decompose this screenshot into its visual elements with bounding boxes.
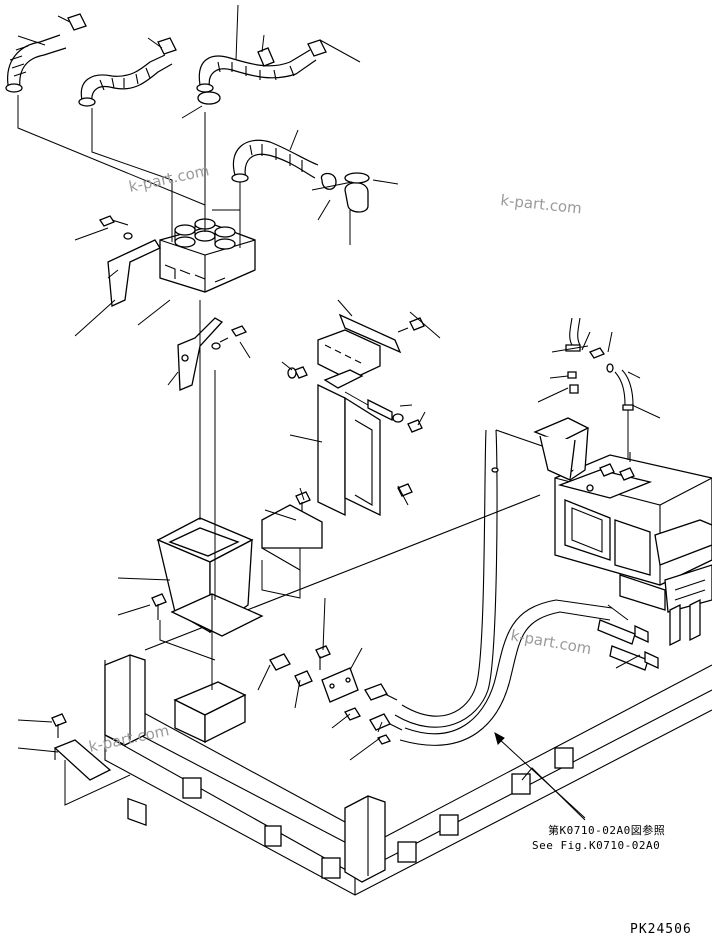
cover-panels [261,383,393,571]
drawing-number: PK24506 [630,922,692,937]
floor-frame [104,494,712,896]
duct-hoses [5,13,370,213]
watermark-2: k-part.com [500,191,583,217]
drain-hoses [565,317,634,411]
leader-lines [17,4,661,821]
heater-hoses [394,429,659,746]
blower-unit [107,218,256,391]
reference-note-japanese: 第K0710-02A0図参照 [548,824,666,837]
heater-unit [533,417,712,647]
lower-box [173,681,247,744]
bracket-plate [53,739,112,781]
air-duct [156,517,264,637]
mount-pads [127,747,574,879]
control-switch [317,313,402,389]
watermark-1: k-part.com [127,161,211,196]
watermark-3: k-part.com [509,626,593,658]
fasteners [51,215,425,738]
reference-note-english: See Fig.K0710-02A0 [532,839,661,852]
pipe-fittings [269,653,403,745]
